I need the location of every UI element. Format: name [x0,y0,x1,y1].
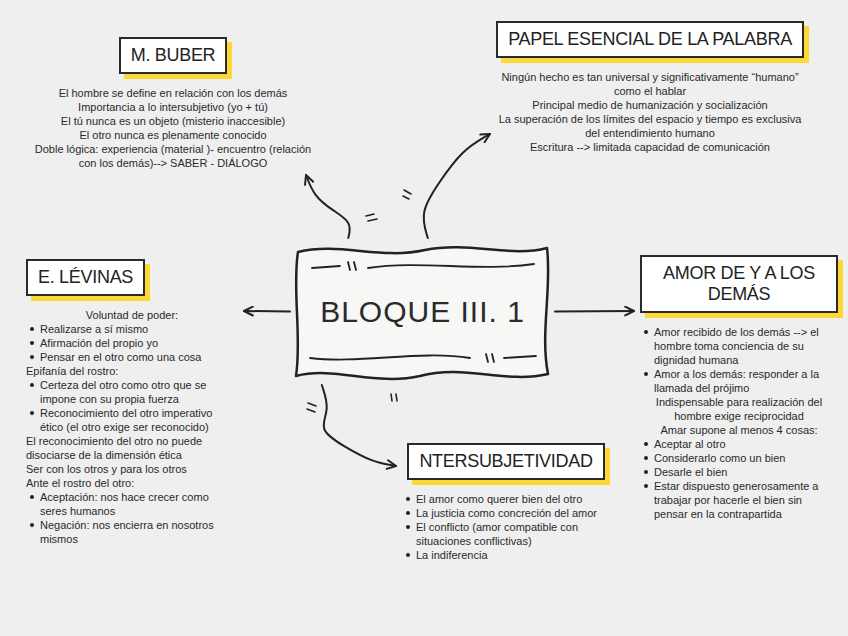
heading-box: PAPEL ESENCIAL DE LA PALABRA [496,21,804,58]
connector-arrow [244,310,290,313]
bullet-item: El amor como querer bien del otro [402,492,610,506]
sketch-tick [403,190,411,199]
connector-arrow [306,175,350,238]
bullet-item: La indiferencia [402,548,610,562]
topic-node: E. LÉVINAS Voluntad de poder:Realizarse a… [20,254,244,551]
note-text: Ser con los otros y para los otros [26,462,238,476]
connector-arrow [424,134,490,238]
bullet-item: Certeza del otro como otro que se impone… [26,378,238,406]
sketch-tick [391,394,397,401]
bullet-item: Negación: nos encierra en nosotros mismo… [26,518,238,546]
connector-arrow [322,385,396,466]
bullet-item: El conflicto (amor compatible con situac… [402,520,610,548]
bullet-item: Reconocimiento del otro imperativo ético… [26,406,238,434]
note-text: Voluntad de poder: [26,308,238,322]
note-text: La superación de los límites del espacio… [496,112,804,140]
bullet-item: Amor recibido de los demás --> el hombre… [640,325,838,367]
topic-node: PAPEL ESENCIAL DE LA PALABRA Ningún hecho… [490,16,810,159]
heading-box: M. BUBER [119,37,228,74]
bullet-item: Pensar en el otro como una cosa [26,350,238,364]
bullet-item: Desarle el bien [640,465,838,479]
scroll-border [296,247,548,379]
topic-node: AMOR DE Y A LOS DEMÁS Amor recibido de lo… [634,250,844,526]
bullet-item: Considerarlo como un bien [640,451,838,465]
heading-box: E. LÉVINAS [26,259,145,296]
note-text: Epifanía del rostro: [26,364,238,378]
note-text: El otro nunca es plenamente conocido [34,128,312,142]
topic-node: M. BUBER El hombre se define en relación … [28,32,318,175]
bullet-item: Realizarse a sí mismo [26,322,238,336]
topic-node: NTERSUBJETIVIDAD El amor como querer bien… [396,438,616,567]
note-text: Ningún hecho es tan universal y signific… [496,70,804,98]
note-text: Escritura --> limitada capacidad de comu… [496,140,804,154]
central-scroll: BLOQUE III. 1 [290,238,555,385]
bullet-item: Afirmación del propio yo [26,336,238,350]
sketch-tick [307,403,316,412]
note-text: El reconocimiento del otro no puede diso… [26,434,238,462]
note-text: Indispensable para realización del hombr… [640,395,838,423]
note-text: El hombre se define en relación con los … [34,86,312,100]
scroll-inner-lines [310,262,536,362]
note-text: Ante el rostro del otro: [26,476,238,490]
heading-box: NTERSUBJETIVIDAD [407,443,604,480]
note-text: Doble lógica: experiencia (material )- e… [34,142,312,170]
central-title: BLOQUE III. 1 [320,295,525,329]
connector-arrow [555,310,634,313]
bullet-item: Aceptación: nos hace crecer como seres h… [26,490,238,518]
bullet-item: Amor a los demás: responder a la llamada… [640,367,838,395]
sketch-tick [366,214,377,221]
heading-box: AMOR DE Y A LOS DEMÁS [640,255,838,313]
note-text: Principal medio de humanización y social… [496,98,804,112]
note-text: Importancia a lo intersubjetivo (yo + tú… [34,100,312,114]
bullet-item: Aceptar al otro [640,437,838,451]
bullet-item: Estar dispuesto generosamente a trabajar… [640,479,838,521]
note-text: Amar supone al menos 4 cosas: [640,423,838,437]
note-text: El tú nunca es un objeto (misterio inacc… [34,114,312,128]
bullet-item: La justicia como concreción del amor [402,506,610,520]
